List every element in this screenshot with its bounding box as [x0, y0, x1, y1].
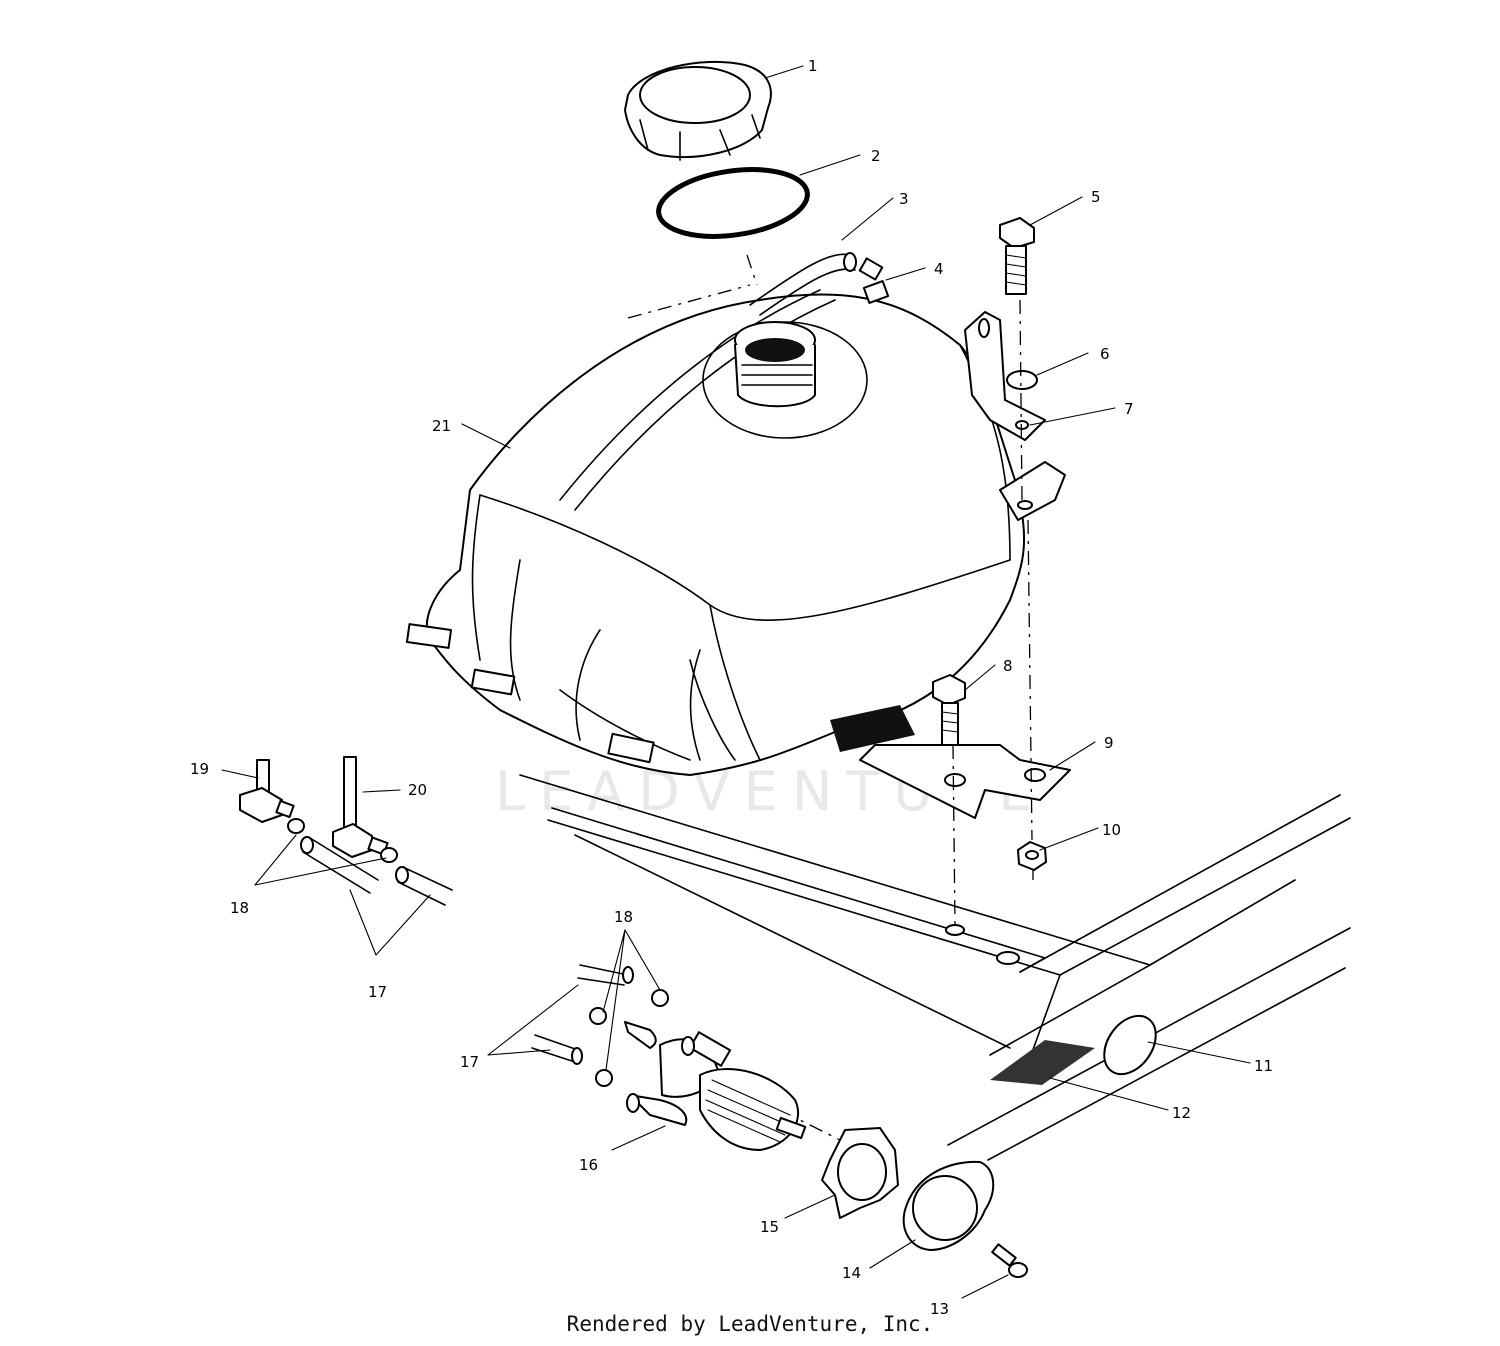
mounting-bracket: [964, 311, 1066, 521]
bolt-5: [999, 217, 1035, 295]
callout-14: 14: [842, 1264, 861, 1282]
bolt-8: [932, 674, 966, 746]
bezel: [902, 1160, 995, 1251]
callout-20: 20: [408, 781, 427, 799]
vent-hose: [749, 252, 857, 316]
callout-15: 15: [760, 1218, 779, 1236]
screw: [991, 1243, 1028, 1278]
callout-6: 6: [1100, 345, 1110, 363]
plug: [1103, 1014, 1157, 1076]
nut: [1017, 841, 1047, 871]
callout-5: 5: [1091, 188, 1101, 206]
o-ring: [656, 167, 810, 239]
fuel-fitting-19: [239, 759, 295, 823]
credit-line: Rendered by LeadVenture, Inc.: [566, 1312, 934, 1336]
callout-13: 13: [930, 1300, 949, 1318]
callout-17-lower: 17: [460, 1053, 479, 1071]
washer: [1006, 370, 1038, 390]
callout-2: 2: [871, 147, 881, 165]
callout-16: 16: [579, 1156, 598, 1174]
mounting-plate: [859, 744, 1071, 819]
callout-3: 3: [899, 190, 909, 208]
panel-nut: [821, 1127, 899, 1219]
leader-lines: [221, 65, 1251, 1299]
callout-12: 12: [1172, 1104, 1191, 1122]
fuel-hoses-right: [531, 964, 634, 1065]
callout-9: 9: [1104, 734, 1114, 752]
callout-21: 21: [432, 417, 451, 435]
fuel-tank: [405, 289, 1026, 776]
callout-10: 10: [1102, 821, 1121, 839]
callout-labels: 1 2 3 4 5 6 7 8 9 10 11 12 13 14 15 16 1…: [190, 57, 1273, 1318]
callout-8: 8: [1003, 657, 1013, 675]
callout-18-right: 18: [614, 908, 633, 926]
fuel-hoses-left: [300, 836, 453, 906]
callout-18-left: 18: [230, 899, 249, 917]
vent-fitting: [858, 257, 890, 304]
hose-clamps-right: [589, 989, 669, 1087]
fuel-cap: [624, 60, 772, 161]
callout-4: 4: [934, 260, 944, 278]
callout-19: 19: [190, 760, 209, 778]
callout-11: 11: [1254, 1057, 1273, 1075]
callout-17-upper: 17: [368, 983, 387, 1001]
callout-7: 7: [1124, 400, 1134, 418]
fuel-valve: [624, 1021, 807, 1151]
callout-1: 1: [808, 57, 818, 75]
fuel-fitting-20: [332, 756, 389, 858]
decal: [990, 1040, 1095, 1085]
